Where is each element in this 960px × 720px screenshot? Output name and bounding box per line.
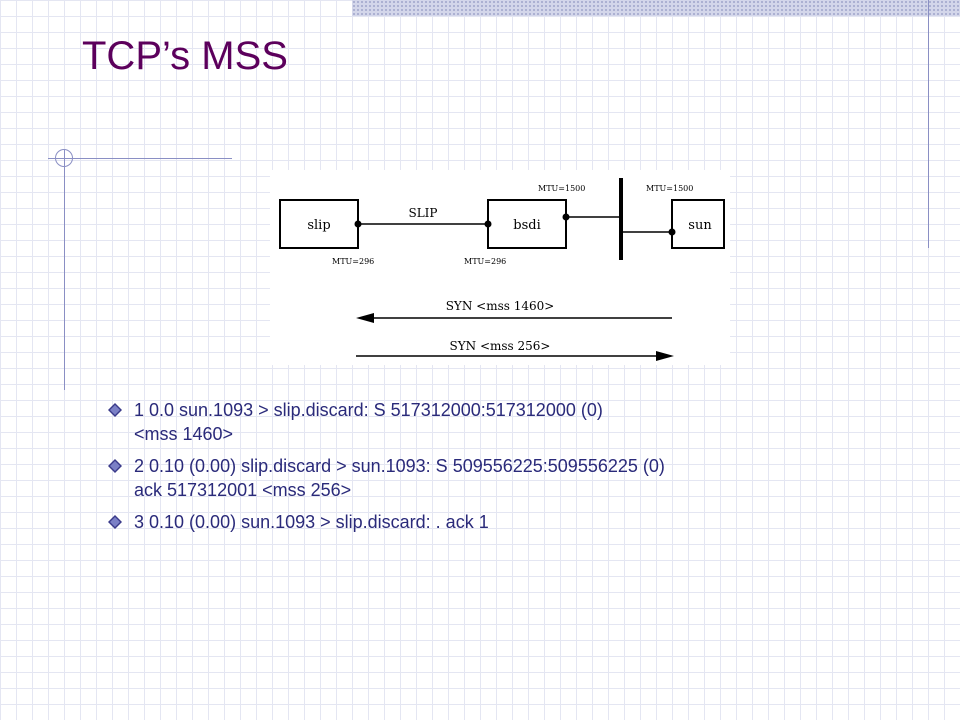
slide-title: TCP’s MSS (82, 34, 288, 78)
packet-trace-list: 1 0.0 sun.1093 > slip.discard: S 5173120… (108, 398, 898, 542)
packet-trace-line: ack 517312001 <mss 256> (134, 480, 352, 500)
slip-interface-dot (354, 220, 362, 228)
syn-arrowhead-right (656, 351, 674, 361)
host-box-sun (671, 199, 725, 249)
mtu-label-bsdi-slip: MTU=296 (464, 257, 506, 266)
packet-trace-item-1: 1 0.0 sun.1093 > slip.discard: S 5173120… (108, 398, 898, 446)
packet-trace-item-3: 3 0.10 (0.00) sun.1093 > slip.discard: .… (108, 510, 898, 534)
mtu-label-bsdi-ether: MTU=1500 (538, 184, 585, 193)
syn-arrow-label-1: SYN <mss 1460> (446, 299, 555, 313)
packet-trace-line: 2 0.10 (0.00) slip.discard > sun.1093: S… (134, 456, 665, 476)
host-label-bsdi: bsdi (513, 218, 540, 233)
host-box-bsdi (487, 199, 567, 249)
left-vertical-rule (64, 150, 65, 390)
network-diagram: slip bsdi sun SLIP MTU=296 MTU=296 MTU=1… (270, 170, 730, 365)
mtu-label-sun: MTU=1500 (646, 184, 693, 193)
packet-trace-line: 1 0.0 sun.1093 > slip.discard: S 5173120… (134, 400, 603, 420)
mtu-label-slip: MTU=296 (332, 257, 374, 266)
diamond-bullet-icon (108, 459, 122, 473)
diamond-bullet-icon (108, 515, 122, 529)
packet-trace-line: 3 0.10 (0.00) sun.1093 > slip.discard: .… (134, 512, 489, 532)
right-vertical-rule (928, 0, 929, 248)
host-label-sun: sun (688, 218, 712, 233)
host-box-slip (279, 199, 359, 249)
title-underline-rule (48, 158, 232, 159)
syn-arrow-label-2: SYN <mss 256> (450, 339, 551, 353)
corner-ring-icon (55, 149, 73, 167)
sun-ethernet-interface-dot (668, 228, 676, 236)
packet-trace-line: <mss 1460> (134, 424, 234, 444)
slip-link-label: SLIP (408, 206, 437, 220)
syn-arrowhead-left (356, 313, 374, 323)
diamond-bullet-icon (108, 403, 122, 417)
host-label-slip: slip (307, 218, 330, 233)
bsdi-slip-interface-dot (484, 220, 492, 228)
top-decorative-band (352, 0, 960, 16)
packet-trace-item-2: 2 0.10 (0.00) slip.discard > sun.1093: S… (108, 454, 898, 502)
network-diagram-svg: slip bsdi sun SLIP MTU=296 MTU=296 MTU=1… (279, 178, 725, 361)
bsdi-ethernet-interface-dot (562, 213, 570, 221)
